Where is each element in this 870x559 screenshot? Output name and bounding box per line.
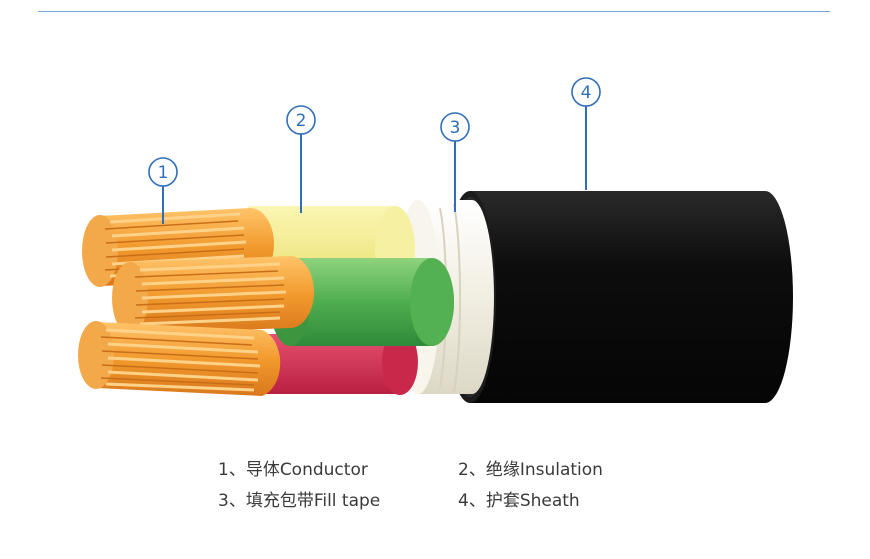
legend-insulation: 2、绝缘Insulation <box>458 460 603 480</box>
legend-sheath: 4、护套Sheath <box>458 491 580 511</box>
callout-3-number: 3 <box>450 118 461 138</box>
callout-1-number: 1 <box>158 163 169 183</box>
callout-3: 3 <box>440 112 470 212</box>
legend-fill-tape: 3、填充包带Fill tape <box>218 491 381 511</box>
sheath-layer <box>444 191 793 403</box>
callout-2: 2 <box>286 105 316 213</box>
legend-conductor: 1、导体Conductor <box>218 460 368 480</box>
conductor-strands <box>78 208 314 396</box>
layer-legend: 1、导体Conductor 2、绝缘Insulation 3、填充包带Fill … <box>218 459 698 512</box>
top-divider <box>38 11 830 12</box>
callout-2-number: 2 <box>296 111 307 131</box>
callout-1: 1 <box>148 157 178 224</box>
callout-4-number: 4 <box>581 83 592 103</box>
cable-cross-section-diagram: 1 2 3 4 <box>78 77 793 403</box>
callout-4: 4 <box>571 77 601 190</box>
